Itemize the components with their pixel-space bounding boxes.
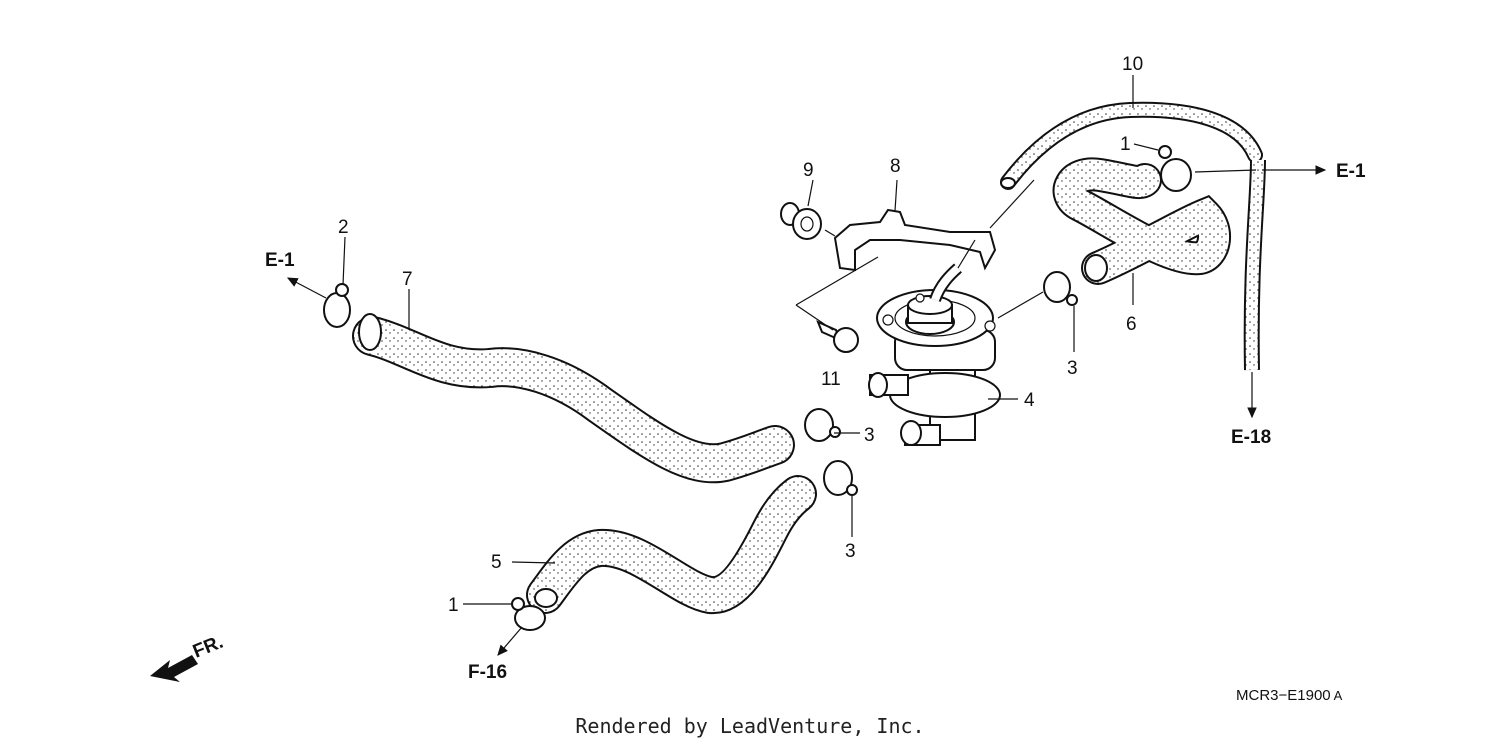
callout-1-upper: 1 [1120, 134, 1131, 155]
clamp-3-lower [823, 460, 858, 496]
bracket-8 [833, 208, 997, 272]
clamp-2 [323, 283, 351, 328]
front-direction-arrow [150, 655, 198, 682]
callout-3-mid: 3 [864, 425, 875, 446]
leader-lines [342, 75, 1257, 605]
clamp-1-upper [1158, 145, 1192, 192]
ref-e1-left: E-1 [265, 250, 295, 271]
grommet-9 [780, 202, 822, 240]
hose-10 [1000, 101, 1263, 190]
callout-4: 4 [1024, 390, 1035, 411]
callout-2: 2 [338, 217, 349, 238]
hose-7 [352, 313, 795, 484]
callout-7: 7 [402, 269, 413, 290]
air-injection-valve-4 [868, 263, 1001, 446]
hose-vertical-e18 [1243, 159, 1266, 371]
ref-e18: E-18 [1231, 427, 1271, 448]
callout-3-lower: 3 [845, 541, 856, 562]
ref-f16: F-16 [468, 662, 507, 683]
callout-10: 10 [1122, 54, 1143, 75]
callout-11: 11 [821, 369, 841, 390]
clamp-3-valve [1043, 271, 1078, 306]
hose-6 [1052, 157, 1231, 285]
callout-5: 5 [491, 552, 502, 573]
ref-e1-right: E-1 [1336, 161, 1366, 182]
callout-8: 8 [890, 156, 901, 177]
callout-9: 9 [803, 160, 814, 181]
front-label: FR. [190, 632, 226, 663]
clamp-1-lower [511, 597, 546, 631]
clamp-3-mid [804, 408, 841, 442]
footer-credit: Rendered by LeadVenture, Inc. [575, 714, 925, 738]
callout-6: 6 [1126, 314, 1137, 335]
bolt-11 [816, 320, 859, 353]
reference-arrows [286, 165, 1327, 656]
callout-1-lower: 1 [448, 595, 459, 616]
hose-5 [526, 475, 817, 615]
callout-3-valve: 3 [1067, 358, 1078, 379]
